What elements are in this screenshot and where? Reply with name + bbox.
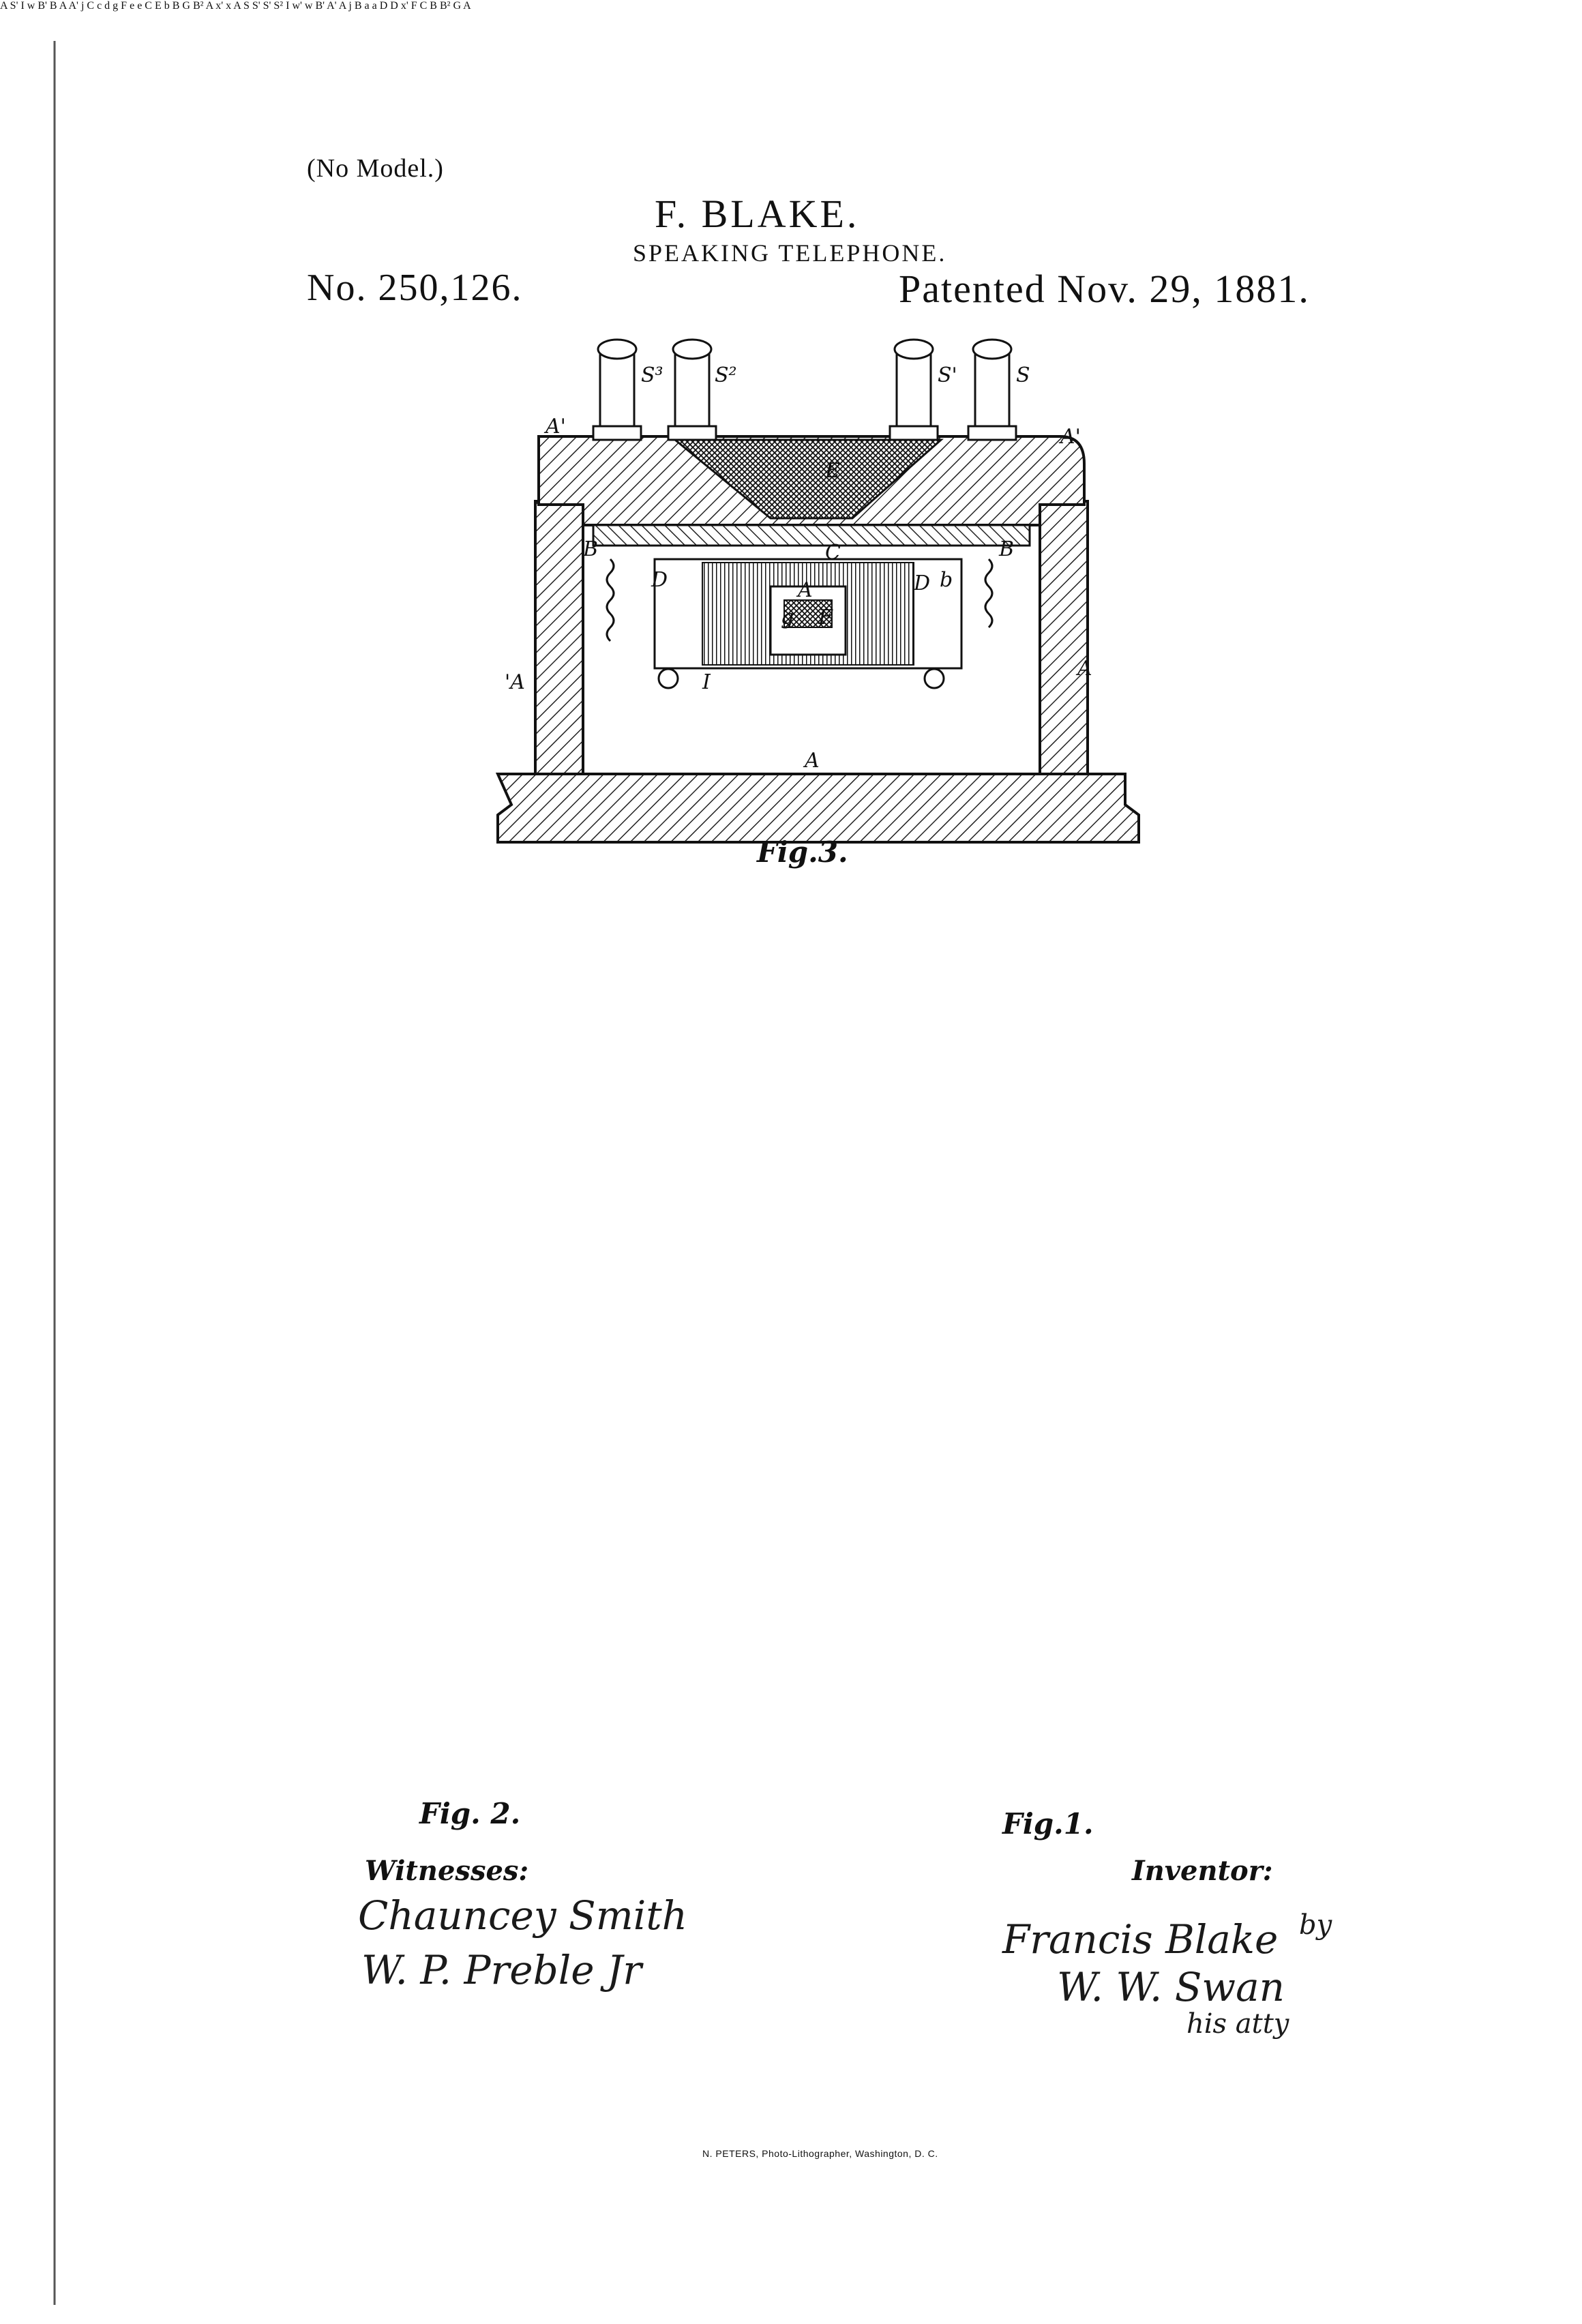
- no-model-note: (No Model.): [307, 154, 444, 183]
- witness-signature-1: Chauncey Smith: [358, 1892, 687, 1939]
- witness-signature-2: W. P. Preble Jr: [361, 1947, 642, 1993]
- svg-text:I: I: [702, 670, 711, 694]
- svg-text:B: B: [998, 537, 1014, 561]
- patent-number: No. 250,126.: [307, 267, 523, 309]
- lithographer-credit: N. PETERS, Photo-Lithographer, Washingto…: [702, 2148, 938, 2159]
- fig1-caption: Fig.1.: [1002, 1807, 1094, 1841]
- fig1-labels: x A S S' S' S² I w' w B' A' A j B a a D …: [226, 0, 471, 12]
- svg-text:F: F: [818, 606, 833, 629]
- inventor-name-heading: F. BLAKE.: [655, 192, 860, 236]
- svg-text:b: b: [940, 568, 953, 592]
- svg-text:S²: S²: [715, 363, 737, 387]
- inventor-signature: Francis Blake: [1002, 1916, 1279, 1963]
- patent-title: SPEAKING TELEPHONE.: [633, 239, 947, 267]
- svg-text:E: E: [824, 459, 840, 483]
- svg-text:A': A': [1058, 425, 1081, 449]
- svg-text:A': A': [543, 415, 566, 438]
- svg-text:S: S: [1016, 363, 1030, 387]
- attorney-signature: W. W. Swan: [1057, 1964, 1285, 2010]
- fig3-labels: S³ S² S' S A' A' E B B C D D b g F A I '…: [505, 363, 1092, 773]
- patented-date: Patented Nov. 29, 1881.: [899, 267, 1310, 311]
- svg-text:A: A: [803, 749, 820, 773]
- attorney-note: his atty: [1186, 2008, 1289, 2040]
- fig2-drawing: A S' I w B' B A A' j C c d g F e e C E b…: [0, 0, 226, 12]
- svg-text:g: g: [781, 606, 794, 629]
- svg-text:A: A: [796, 578, 813, 602]
- svg-text:S': S': [938, 363, 957, 387]
- fig3-drawing: S³ S² S' S A' A' E B B C D D b g F A I '…: [495, 338, 1140, 844]
- fig3-caption: Fig.3.: [757, 835, 848, 869]
- fig2-caption: Fig. 2.: [419, 1797, 521, 1830]
- svg-text:A: A: [1075, 657, 1092, 681]
- svg-text:D: D: [651, 568, 668, 592]
- inventor-label: Inventor:: [1132, 1855, 1273, 1887]
- svg-text:B: B: [582, 537, 598, 561]
- inventor-by: by: [1299, 1909, 1332, 1941]
- witnesses-label: Witnesses:: [365, 1855, 529, 1887]
- svg-text:D: D: [913, 571, 930, 595]
- fig2-labels: A S' I w B' B A A' j C c d g F e e C E b…: [0, 0, 224, 12]
- svg-text:C: C: [825, 541, 841, 565]
- fig1-drawing: x A S S' S' S² I w' w B' A' A j B a a D …: [226, 0, 471, 12]
- svg-text:S³: S³: [641, 363, 663, 387]
- svg-text:'A: 'A: [505, 670, 525, 694]
